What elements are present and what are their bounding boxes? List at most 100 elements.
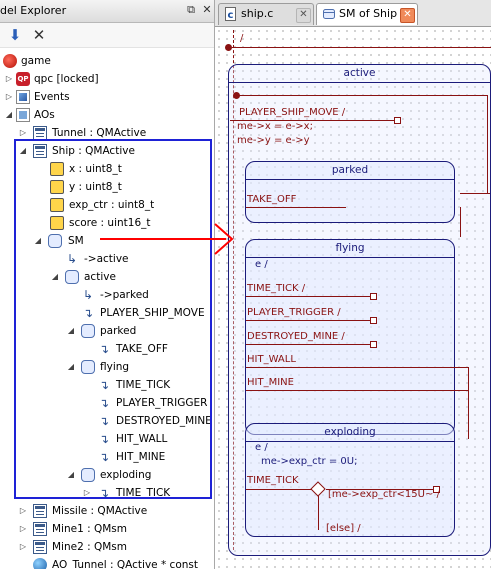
tree-item-exploding[interactable]: ◢ exploding [0,466,214,484]
class-icon [33,504,47,518]
tree-item-qpc[interactable]: ▷ QP qpc [locked] [0,70,214,88]
tree-item-ship[interactable]: ◢ Ship : QMActive [0,142,214,160]
active-initial-line [239,95,487,96]
collapse-icon[interactable]: ◢ [5,110,13,119]
state-parked[interactable]: parked [245,161,455,223]
expand-icon[interactable]: ▷ [5,74,13,83]
collapse-icon[interactable]: ◢ [19,146,27,155]
tree-item-destroyed-mine[interactable]: ↴ DESTROYED_MINE [98,414,212,428]
tree-item-sm-initial[interactable]: ↳ ->active [66,252,129,266]
tree-item-sm[interactable]: ◢ SM [0,232,214,250]
state-diagram-canvas[interactable]: / active PLAYER_SHIP_MOVE / me->x = e->x… [215,27,491,569]
tree-item-active-initial[interactable]: ↳ ->parked [82,288,149,302]
tree-item-events[interactable]: ▷ Events [0,88,214,106]
guard-label: [me->exp_ctr<15U~ / [328,489,440,500]
take-off-transition-line [246,207,346,208]
expand-icon[interactable]: ▷ [19,524,27,533]
destroyed-mine-line [246,344,370,345]
tree-item-tunnel[interactable]: ▷ Tunnel : QMActive [0,124,214,142]
state-icon [81,360,95,374]
transition-icon: ↴ [98,378,110,392]
flying-entry-label: e / [255,259,268,270]
class-icon [33,144,47,158]
tree-item-attr-exp-ctr[interactable]: exp_ctr : uint8_t [0,196,214,214]
top-initial-pseudostate [225,44,232,51]
tree-item-attr-x[interactable]: x : uint8_t [0,160,214,178]
exploding-entry-action: me->exp_ctr = 0U; [261,456,358,467]
expand-icon[interactable]: ▷ [19,542,27,551]
collapse-icon[interactable]: ◢ [67,470,75,479]
initial-transition-icon: ↳ [82,288,94,302]
psm-transition-line [230,120,395,121]
package-icon [16,108,30,122]
else-line [318,496,319,530]
collapse-icon[interactable]: ◢ [51,272,59,281]
state-icon [81,468,95,482]
explorer-title-bar: del Explorer ⧉ ✕ [0,0,214,23]
state-flying-separator [246,257,454,258]
class-icon [33,540,47,554]
transition-icon: ↴ [98,486,110,500]
close-icon[interactable]: ✕ [202,3,212,16]
guard-terminator [433,486,440,493]
arrow-down-icon[interactable]: ⬇ [8,26,22,44]
collapse-icon[interactable]: ◢ [67,326,75,335]
class-icon [33,522,47,536]
transition-icon: ↴ [82,306,94,320]
attribute-icon [50,180,64,194]
tree-item-time-tick[interactable]: ↴ TIME_TICK [98,378,171,392]
player-trigger-label: PLAYER_TRIGGER / [247,307,341,318]
hit-mine-label: HIT_MINE [247,377,294,388]
tree-item-mine1[interactable]: ▷ Mine1 : QMsm [0,520,214,538]
tree-item-aos[interactable]: ◢ AOs [0,106,214,124]
tree-item-ao-tunnel[interactable]: AO_Tunnel : QActive * const [0,556,214,569]
tree-item-take-off[interactable]: ↴ TAKE_OFF [98,342,168,356]
state-flying[interactable]: flying [245,239,455,435]
transition-icon: ↴ [98,342,110,356]
exploding-time-tick-label: TIME_TICK [247,475,299,486]
else-label: [else] / [326,523,361,534]
collapse-icon[interactable]: ◢ [67,362,75,371]
close-tab-icon[interactable]: ✕ [400,8,415,23]
state-exploding[interactable]: exploding [245,423,455,537]
transition-icon: ↴ [98,414,110,428]
tree-item-mine2[interactable]: ▷ Mine2 : QMsm [0,538,214,556]
tree-item-hit-mine[interactable]: ↴ HIT_MINE [98,450,166,464]
pin-icon[interactable]: ⧉ [187,3,195,16]
tree-item-player-trigger[interactable]: ↴ PLAYER_TRIGGER [98,396,208,410]
destroyed-mine-terminator [370,341,377,348]
tree-item-attr-y[interactable]: y : uint8_t [0,178,214,196]
attribute-icon [50,216,64,230]
tree-item-missile[interactable]: ▷ Missile : QMActive [0,502,214,520]
tree-item-game[interactable]: game [0,52,214,70]
tree-item-player-ship-move[interactable]: ↴ PLAYER_SHIP_MOVE [82,306,205,320]
expand-icon[interactable]: ▷ [19,128,27,137]
tab-ship-c[interactable]: c ship.c ✕ [218,3,314,25]
hit-mine-line [246,390,468,391]
collapse-icon[interactable]: ◢ [34,236,42,245]
attribute-icon [50,162,64,176]
tree-item-hit-wall[interactable]: ↴ HIT_WALL [98,432,168,446]
delete-x-icon[interactable]: ✕ [32,26,46,44]
expand-icon[interactable]: ▷ [83,488,91,497]
tree-item-flying[interactable]: ◢ flying [0,358,214,376]
tree-item-active[interactable]: ◢ active [0,268,214,286]
tree-item-exploding-time-tick[interactable]: ▷ ↴ TIME_TICK [83,486,171,500]
editor-tab-bar: c ship.c ✕ SM of Ship ✕ [215,0,491,27]
state-icon [65,270,79,284]
time-tick-terminator [370,293,377,300]
state-icon [81,324,95,338]
time-tick-label: TIME_TICK / [247,283,306,294]
tree-item-parked[interactable]: ◢ parked [0,322,214,340]
top-initial-label: / [240,33,244,44]
hit-connector [468,367,469,439]
attribute-icon [50,198,64,212]
tree-item-attr-score[interactable]: score : uint16_t [0,214,214,232]
model-tree: game ▷ QP qpc [locked] ▷ Events ◢ AOs ▷ … [0,52,214,569]
close-tab-icon[interactable]: ✕ [296,8,311,23]
expand-icon[interactable]: ▷ [5,92,13,101]
hit-wall-label: HIT_WALL [247,354,296,365]
expand-icon[interactable]: ▷ [19,506,27,515]
tab-sm-of-ship[interactable]: SM of Ship ✕ [316,3,418,25]
diagram-editor: c ship.c ✕ SM of Ship ✕ / active [215,0,491,569]
